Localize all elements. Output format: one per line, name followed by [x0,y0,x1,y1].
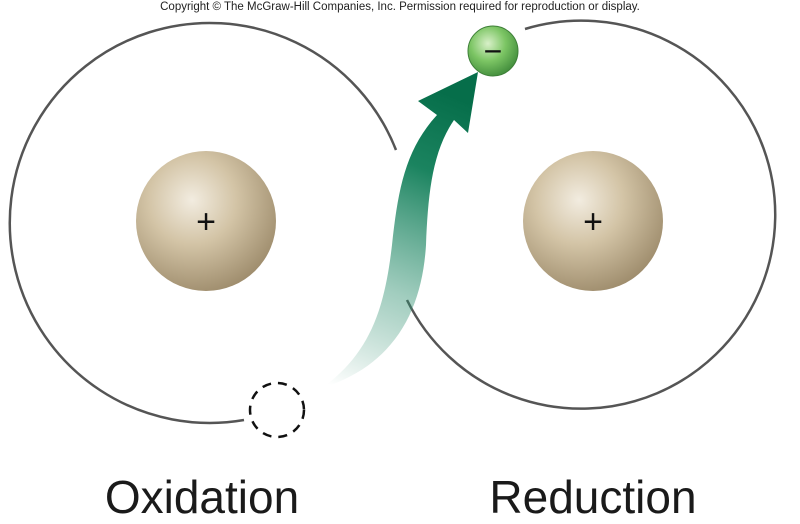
left-atom-orbit [8,21,398,425]
right-atom-orbit [405,19,777,410]
right-nucleus-plus-sign: + [583,203,603,241]
left-nucleus [136,151,276,291]
vacant-electron-slot [248,381,306,439]
electron [467,25,519,77]
left-nucleus-plus-sign: + [196,203,216,241]
copyright-notice: Copyright © The McGraw-Hill Companies, I… [160,1,640,13]
reduction-label: Reduction [489,471,697,523]
oxidation-label: Oxidation [104,471,300,523]
electron-transfer-arrow [322,72,478,388]
right-nucleus [523,151,663,291]
electron-minus-sign: − [484,33,503,69]
